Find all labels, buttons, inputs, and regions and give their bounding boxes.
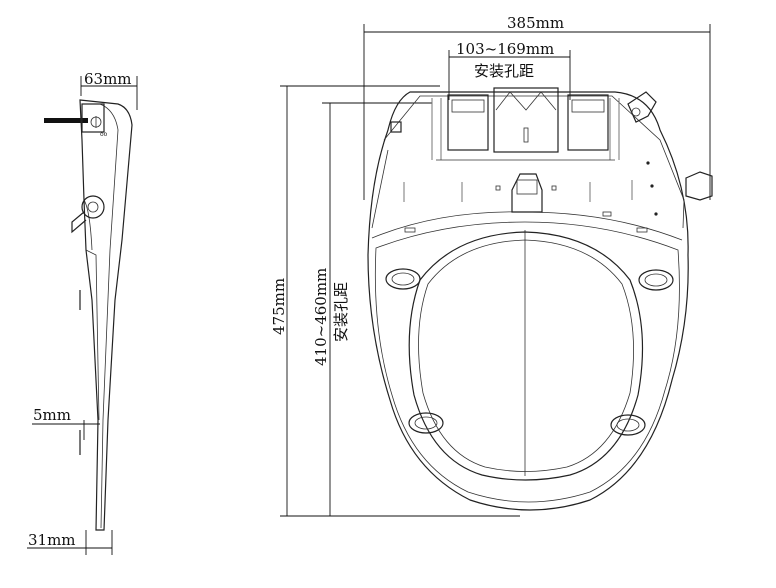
rear-hinge-right (627, 91, 657, 123)
dim-475mm: 475mm (270, 85, 520, 517)
svg-text:oo: oo (100, 131, 108, 138)
seat-outline (367, 91, 689, 511)
nozzle-cover (511, 173, 543, 213)
side-knob (685, 171, 713, 201)
dim-63mm-label: 63mm (84, 70, 132, 88)
dim-hole-spacing-caption: 安装孔距 (474, 62, 534, 80)
seat-profile-inner-line (99, 103, 119, 529)
dim-63mm: 63mm (80, 70, 138, 110)
seat-bumpers (385, 268, 674, 436)
dim-install-length-label: 410~460mm (312, 268, 330, 366)
cable (44, 118, 88, 123)
bowl-opening-inner (418, 239, 634, 472)
seat-rear-edge (371, 211, 683, 241)
lid-inner-line (85, 249, 100, 421)
side-view: 63mm oo 5mm (27, 70, 138, 555)
dim-31mm-label: 31mm (28, 531, 76, 549)
side-top-fixture: oo (81, 103, 108, 138)
dim-hole-spacing: 103~169mm 安装孔距 (448, 40, 571, 100)
dim-5mm-label: 5mm (33, 406, 71, 424)
seat-profile-outline (79, 99, 133, 531)
bowl-opening-outer (408, 231, 644, 481)
dim-install-length: 410~460mm 安装孔距 (312, 102, 432, 516)
dim-385mm: 385mm (363, 14, 711, 200)
dim-385mm-label: 385mm (507, 14, 564, 32)
dim-475mm-label: 475mm (270, 278, 288, 335)
top-view: 385mm 103~169mm 安装孔距 475mm 410~460mm 安装孔… (270, 14, 713, 517)
hinge-knob (71, 195, 105, 234)
dim-hole-spacing-label: 103~169mm (456, 40, 554, 58)
dim-5mm: 5mm (32, 406, 100, 440)
dim-31mm: 31mm (27, 530, 113, 555)
rear-housing (371, 87, 713, 233)
dim-install-length-caption: 安装孔距 (332, 282, 350, 342)
seat-ring-outline (374, 221, 680, 503)
